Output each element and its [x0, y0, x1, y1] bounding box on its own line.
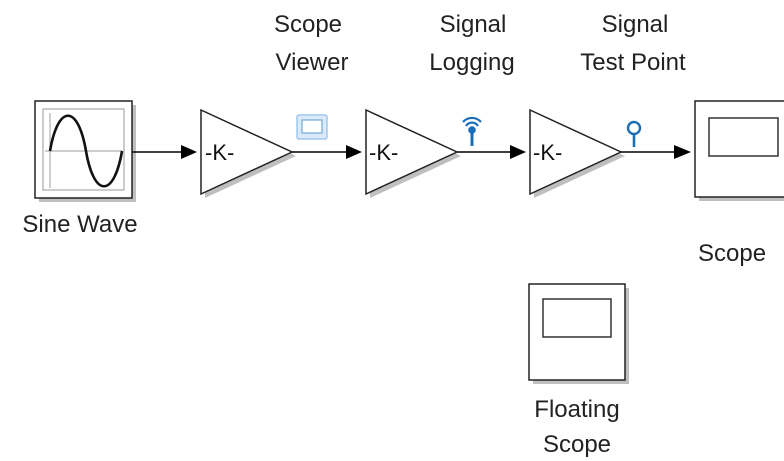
sine-wave-label: Sine Wave [22, 211, 137, 238]
signal-test-point-label-line2: Test Point [580, 49, 686, 76]
scope-viewer-label-line2: Viewer [276, 49, 349, 76]
scope-screen-icon [708, 117, 779, 157]
sine-wave-icon [48, 114, 124, 188]
signal-test-point-label-line1: Signal [602, 11, 669, 38]
gain-block-1[interactable] [200, 108, 296, 198]
signal-logging-label-line1: Signal [440, 11, 507, 38]
scope-label: Scope [698, 240, 766, 267]
floating-scope-label-line2: Scope [543, 431, 611, 458]
signal-logging-annotation: Signal Logging [429, 11, 514, 76]
scope-viewer-annotation: Scope Viewer [274, 11, 349, 76]
sine-wave-block[interactable] [34, 100, 136, 202]
scope-viewer-label-line1: Scope [274, 11, 342, 38]
scope-block[interactable] [694, 100, 784, 201]
test-point-icon[interactable] [626, 120, 642, 147]
signal-logging-icon[interactable] [462, 116, 482, 146]
scope-viewer-icon[interactable] [296, 114, 328, 140]
arrowhead-2 [346, 145, 362, 159]
signal-test-point-annotation: Signal Test Point [580, 11, 686, 76]
floating-scope-screen-icon [542, 298, 612, 338]
arrowhead-4 [674, 145, 691, 159]
arrowhead-3 [510, 145, 526, 159]
gain-3-value: -K- [533, 140, 562, 165]
gain-1-value: -K- [205, 140, 234, 165]
floating-scope-label-line1: Floating [534, 396, 619, 423]
gain-block-2[interactable] [365, 108, 461, 198]
gain-block-3[interactable] [529, 108, 625, 198]
floating-scope-block[interactable] [528, 283, 629, 384]
arrowhead-1 [181, 145, 197, 159]
signal-logging-label-line2: Logging [429, 49, 514, 76]
gain-2-value: -K- [369, 140, 398, 165]
